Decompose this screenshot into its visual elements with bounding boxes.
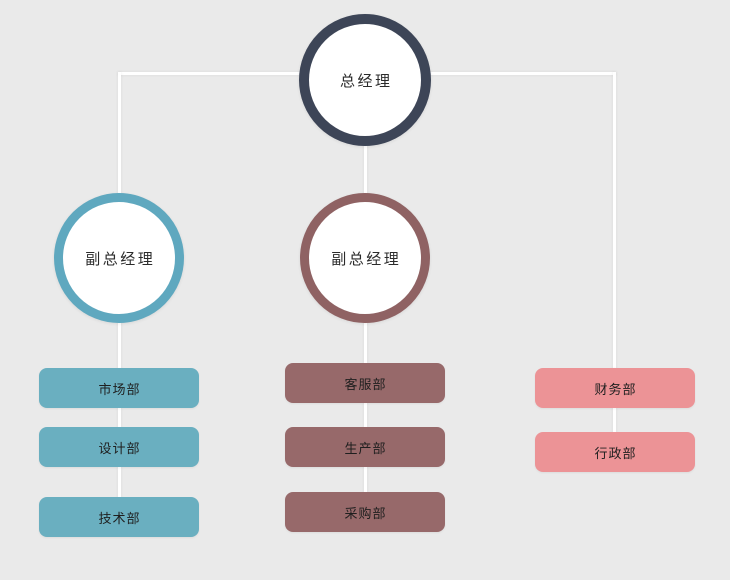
connector-ceo-stem [364, 140, 367, 200]
dept-box-customer-service[interactable]: 客服部 [285, 363, 445, 403]
dept-box-purchasing-label: 采购部 [344, 506, 387, 522]
dept-box-design-label: 设计部 [98, 441, 141, 457]
node-ceo[interactable]: 总经理 [299, 14, 431, 146]
node-vp-left[interactable]: 副总经理 [54, 193, 184, 323]
node-ceo-label: 总经理 [339, 71, 393, 90]
dept-box-finance-label: 财务部 [594, 382, 637, 398]
connector-middle-spine [364, 316, 367, 522]
dept-box-market[interactable]: 市场部 [39, 368, 199, 408]
dept-box-customer-service-label: 客服部 [344, 377, 387, 393]
connector-left-branch [118, 72, 121, 200]
dept-box-administration-label: 行政部 [594, 446, 637, 462]
dept-box-tech[interactable]: 技术部 [39, 497, 199, 537]
connector-right-branch [613, 72, 616, 372]
dept-box-administration[interactable]: 行政部 [535, 432, 695, 472]
dept-box-market-label: 市场部 [98, 382, 141, 398]
node-vp-middle[interactable]: 副总经理 [300, 193, 430, 323]
dept-box-purchasing[interactable]: 采购部 [285, 492, 445, 532]
connector-right-spine [613, 368, 616, 458]
dept-box-tech-label: 技术部 [98, 511, 141, 527]
dept-box-production[interactable]: 生产部 [285, 427, 445, 467]
node-vp-left-label: 副总经理 [85, 249, 156, 268]
dept-box-finance[interactable]: 财务部 [535, 368, 695, 408]
connector-left-spine [118, 316, 121, 526]
dept-box-production-label: 生产部 [344, 441, 387, 457]
dept-box-design[interactable]: 设计部 [39, 427, 199, 467]
node-vp-middle-label: 副总经理 [331, 249, 402, 268]
